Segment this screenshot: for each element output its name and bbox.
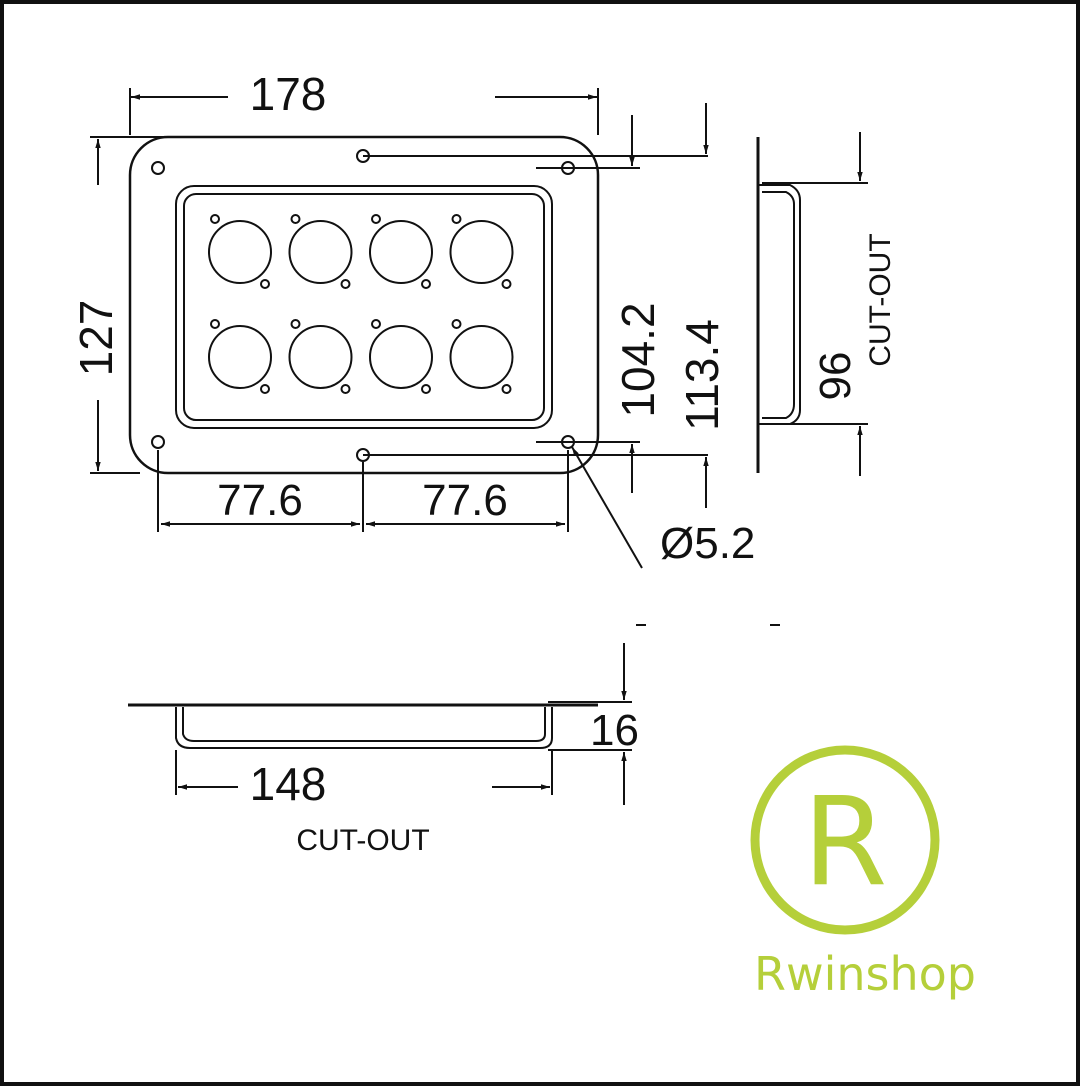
dim-hole-pitch-right: 77.6 [422,476,508,525]
connector-cutout [288,220,353,284]
bottom-recess [175,707,553,749]
dim-depth: 16 [590,706,639,755]
dim-overall-width: 178 [250,68,327,120]
connector-screw-hole [421,279,431,289]
connector-screw-hole [340,384,351,394]
connector-screw-hole [451,214,462,224]
logo-letter: R [803,771,888,913]
connector-cutout [208,220,272,284]
dim-overall-height: 127 [70,300,122,377]
connector-cutout [369,220,433,284]
connector-screw-hole [340,279,351,289]
connector-screw-hole [501,384,512,394]
label-cutout-bottom: CUT-OUT [296,824,429,857]
connector-cutout [449,325,514,389]
connector-screw-hole [260,384,270,394]
connector-screw-hole [290,214,301,224]
connector-screw-hole [451,319,462,329]
connector-screw-hole [421,384,431,394]
dim-cutout-height: 104.2 [612,302,664,417]
connector-screw-hole [260,279,270,289]
recess-outer [175,185,553,429]
dim-bottom-cutout: 148 [250,758,327,810]
dim-hole-spacing-height: 113.4 [676,319,728,431]
brand-logo: R Rwinshop [750,745,976,1001]
connector-cutout [288,325,353,389]
label-cutout-side: CUT-OUT [864,233,897,366]
connector-grid [208,214,514,394]
plate-outline [128,135,600,475]
dim-hole-diameter: Ø5.2 [660,519,755,568]
mount-hole [151,435,165,449]
mount-hole [151,161,165,175]
side-recess [758,184,801,425]
connector-cutout [449,220,514,284]
dim-side-cutout: 96 [811,352,860,401]
connector-cutout [369,325,433,389]
recess-inner [183,193,545,421]
brand-name: Rwinshop [754,947,976,1001]
connector-screw-hole [371,319,381,329]
dim-hole-pitch-left: 77.6 [217,476,303,525]
connector-cutout [208,325,272,389]
connector-screw-hole [501,279,512,289]
connector-screw-hole [210,214,220,224]
registered-icon [750,745,940,935]
connector-screw-hole [290,319,301,329]
connector-screw-hole [371,214,381,224]
connector-screw-hole [210,319,220,329]
